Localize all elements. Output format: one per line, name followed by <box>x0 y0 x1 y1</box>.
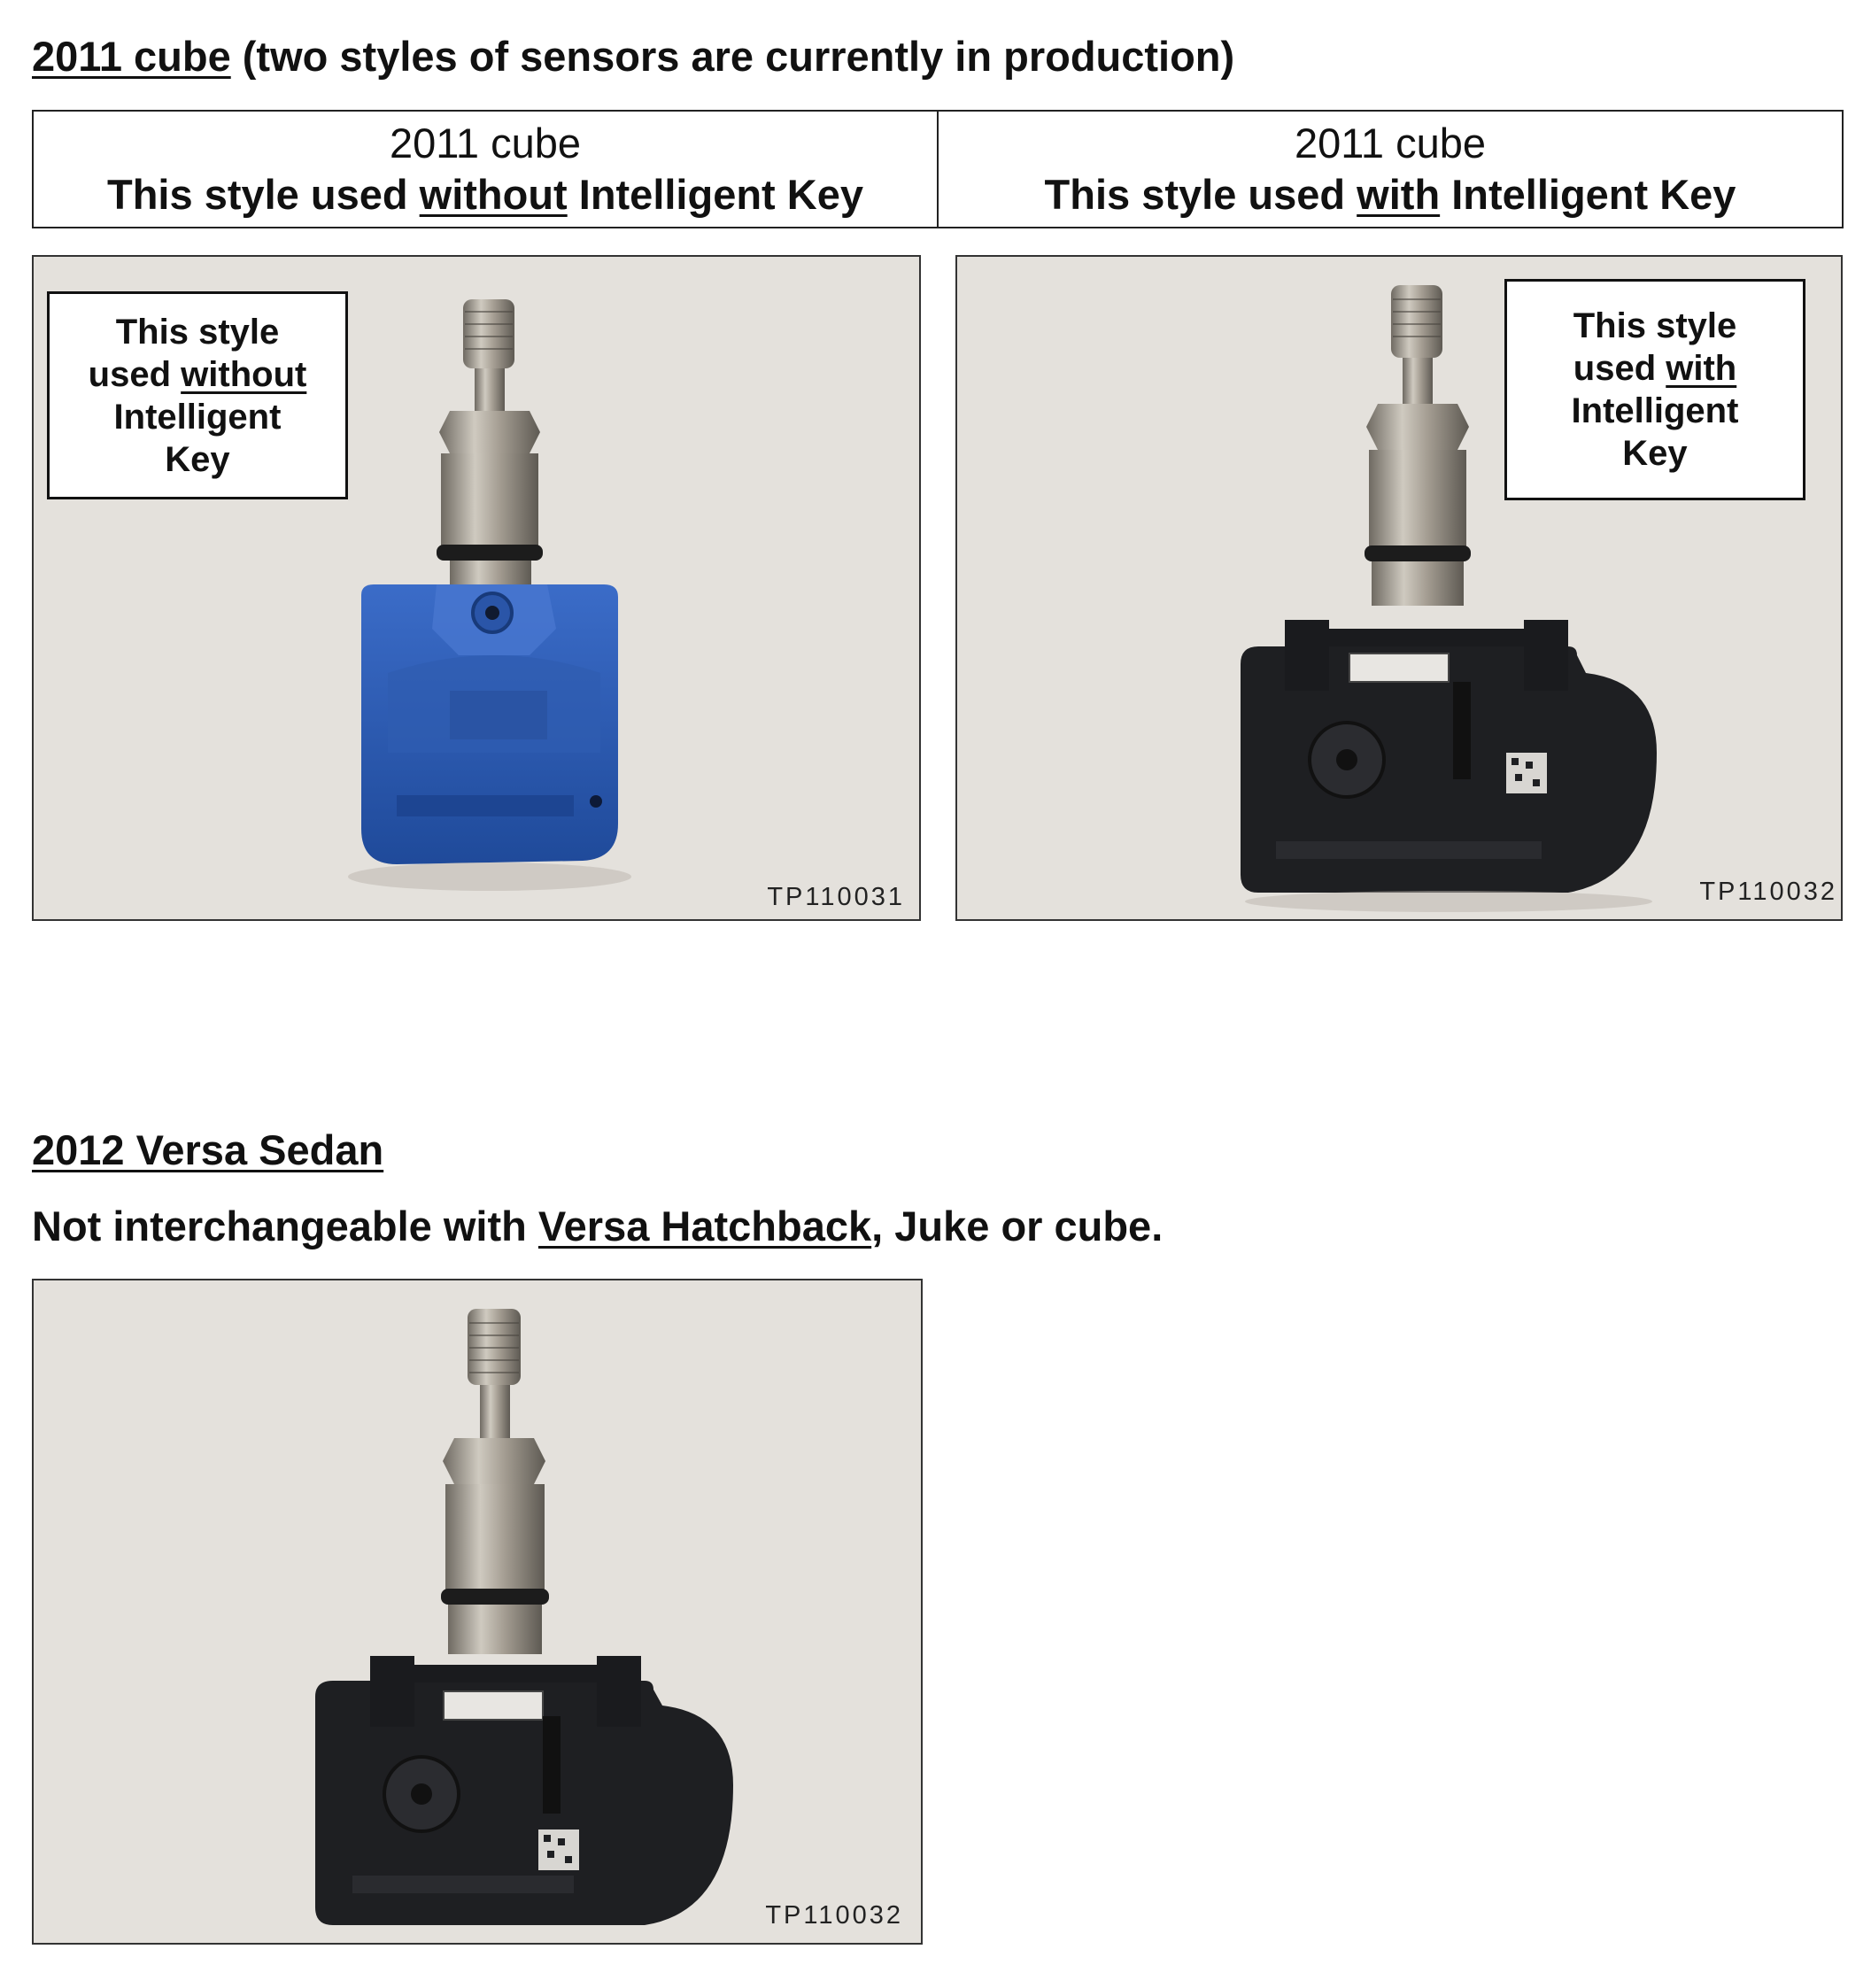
callout-without-line4: Key <box>165 439 230 479</box>
sensor-photo-without-intelligent-key: This style used without Intelligent Key … <box>32 255 921 921</box>
sensor-photo-with-intelligent-key: This style used with Intelligent Key TP1… <box>955 255 1843 921</box>
header-with-text-pre: This style used <box>1044 171 1357 218</box>
callout-with-line2-pre: used <box>1573 349 1666 388</box>
callout-without-intelligent-key: This style used without Intelligent Key <box>47 291 348 499</box>
callout-with-line4: Key <box>1622 434 1688 473</box>
valve-nut-icon <box>439 411 540 453</box>
header-cell-with: 2011 cube This style used with Intellige… <box>937 112 1842 227</box>
figure-code-2: TP110032 <box>1699 878 1837 906</box>
sensor-body-icon <box>1241 646 1657 893</box>
header-cell-with-model: 2011 cube <box>1294 120 1487 166</box>
sensor-photo-versa-sedan: TP110032 <box>32 1279 923 1945</box>
header-without-emphasis: without <box>419 171 568 218</box>
versa-note-emphasis: Versa Hatchback <box>537 1203 872 1249</box>
callout-without-line3: Intelligent <box>113 397 282 437</box>
sensor-body-icon <box>315 1681 733 1925</box>
callout-without-line2-pre: used <box>88 354 182 394</box>
valve-nut-icon <box>1366 404 1469 450</box>
callout-without-line1: This style <box>115 312 280 352</box>
cube-heading-title: 2011 cube <box>32 33 231 80</box>
cube-section-heading: 2011 cube (two styles of sensors are cur… <box>32 32 1234 81</box>
figure-code-1: TP110031 <box>767 883 905 911</box>
header-without-text-post: Intelligent Key <box>567 171 863 218</box>
blue-tpms-sensor-illustration <box>348 299 631 891</box>
header-cell-with-description: This style used with Intelligent Key <box>1045 169 1736 220</box>
valve-cap-icon <box>463 299 514 368</box>
callout-with-line3: Intelligent <box>1571 391 1739 430</box>
callout-without-emphasis: without <box>181 354 307 394</box>
header-cell-without: 2011 cube This style used without Intell… <box>34 112 937 227</box>
black-tpms-sensor-illustration <box>1241 285 1657 912</box>
header-cell-without-model: 2011 cube <box>389 120 582 166</box>
header-cell-without-description: This style used without Intelligent Key <box>107 169 863 220</box>
valve-cap-icon <box>1391 285 1442 358</box>
callout-with-line1: This style <box>1573 306 1737 345</box>
versa-section-heading: 2012 Versa Sedan <box>32 1126 384 1173</box>
versa-note-post: , Juke or cube. <box>871 1203 1164 1249</box>
figure-code-3: TP110032 <box>765 1901 903 1930</box>
callout-with-line2: used with <box>1507 347 1803 390</box>
cube-heading-subtitle: (two styles of sensors are currently in … <box>230 33 1235 80</box>
callout-with-intelligent-key: This style used with Intelligent Key <box>1504 279 1805 500</box>
header-without-text-pre: This style used <box>107 171 420 218</box>
valve-nut-icon <box>443 1438 545 1484</box>
versa-interchangeability-note: Not interchangeable with Versa Hatchback… <box>32 1202 1163 1250</box>
header-with-emphasis: with <box>1357 171 1441 218</box>
callout-without-line2: used without <box>50 353 345 396</box>
header-with-text-post: Intelligent Key <box>1440 171 1736 218</box>
cube-header-table: 2011 cube This style used without Intell… <box>32 110 1844 228</box>
versa-tpms-sensor-illustration <box>315 1309 733 1925</box>
versa-note-pre: Not interchangeable with <box>32 1203 538 1249</box>
callout-with-emphasis: with <box>1666 349 1737 388</box>
